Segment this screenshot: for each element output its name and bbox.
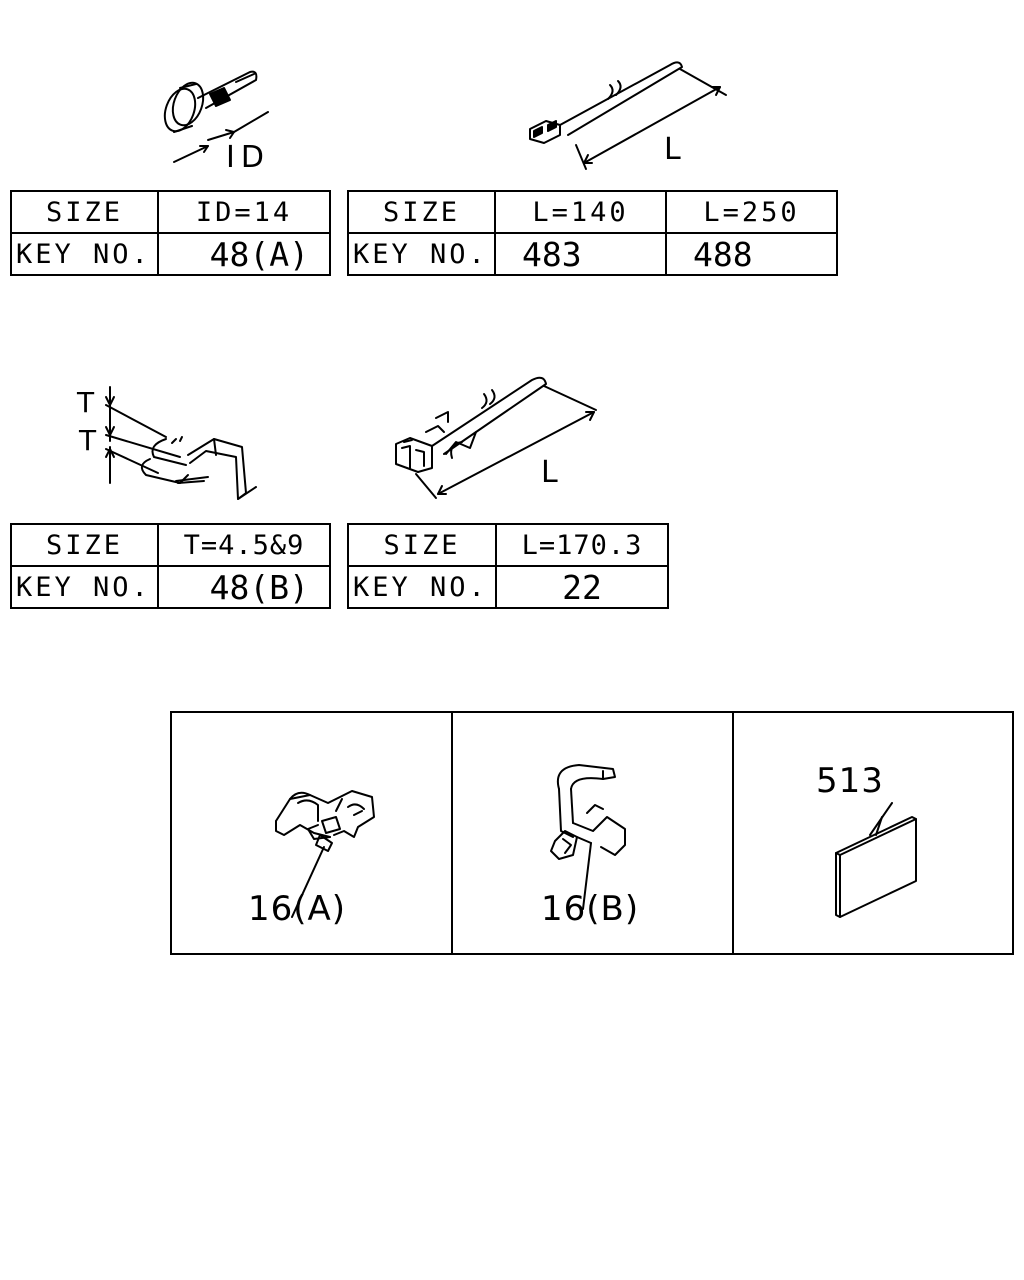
table-header-row: SIZE ID=14 xyxy=(10,190,331,234)
clip-16b-label: 16(B) xyxy=(541,889,640,929)
hose-clamp-figure xyxy=(163,70,269,163)
size-value: L=140 xyxy=(494,190,667,234)
size-header: SIZE xyxy=(10,190,159,234)
panel-clip-16a: 16(A) xyxy=(170,711,453,955)
edge-clip-table: SIZE T=4.5&9 KEY NO. 48(B) xyxy=(10,523,331,609)
key-no-header: KEY NO. xyxy=(347,565,497,609)
key-no-value: 488 xyxy=(665,232,838,276)
panel-clip-16b: 16(B) xyxy=(451,711,734,955)
key-no-value: 48(A) xyxy=(157,232,331,276)
tie-strap-clip-dimension-label: L xyxy=(541,455,559,490)
panel-pad-513: 513 xyxy=(732,711,1014,955)
pad-513-label: 513 xyxy=(816,761,884,801)
edge-clip-dimension-top: T xyxy=(77,386,96,419)
key-no-header: KEY NO. xyxy=(347,232,496,276)
table-row: KEY NO. 22 xyxy=(347,565,669,609)
pad-513-leader xyxy=(869,802,893,836)
table-header-row: SIZE L=170.3 xyxy=(347,523,669,567)
key-no-header: KEY NO. xyxy=(10,565,159,609)
tie-strap-long-dimension-label: L xyxy=(664,132,682,167)
size-value: L=170.3 xyxy=(495,523,669,567)
table-row: KEY NO. 48(A) xyxy=(10,232,331,276)
tie-strap-long-figure xyxy=(529,61,727,170)
key-no-value: 48(B) xyxy=(157,565,331,609)
key-no-value: 22 xyxy=(495,565,669,609)
clip-16a-icon xyxy=(275,790,375,918)
table-row: KEY NO. 483 488 xyxy=(347,232,838,276)
size-header: SIZE xyxy=(347,190,496,234)
clamp-id-table: SIZE ID=14 KEY NO. 48(A) xyxy=(10,190,331,276)
key-no-value: 483 xyxy=(494,232,667,276)
strap-clip-table: SIZE L=170.3 KEY NO. 22 xyxy=(347,523,669,609)
key-no-header: KEY NO. xyxy=(10,232,159,276)
clip-16b-icon xyxy=(550,764,626,910)
table-row: KEY NO. 48(B) xyxy=(10,565,331,609)
size-value: T=4.5&9 xyxy=(157,523,331,567)
edge-clip-dimension-bottom: T xyxy=(79,424,98,457)
table-header-row: SIZE T=4.5&9 xyxy=(10,523,331,567)
table-header-row: SIZE L=140 L=250 xyxy=(347,190,838,234)
tie-strap-clip-figure xyxy=(395,376,597,499)
size-header: SIZE xyxy=(10,523,159,567)
strap-length-table: SIZE L=140 L=250 KEY NO. 483 488 xyxy=(347,190,838,276)
size-header: SIZE xyxy=(347,523,497,567)
hose-clamp-dimension-label: ID xyxy=(226,140,270,175)
clip-16a-label: 16(A) xyxy=(248,889,347,929)
edge-clip-figure xyxy=(105,386,257,500)
size-value: L=250 xyxy=(665,190,838,234)
size-value: ID=14 xyxy=(157,190,331,234)
